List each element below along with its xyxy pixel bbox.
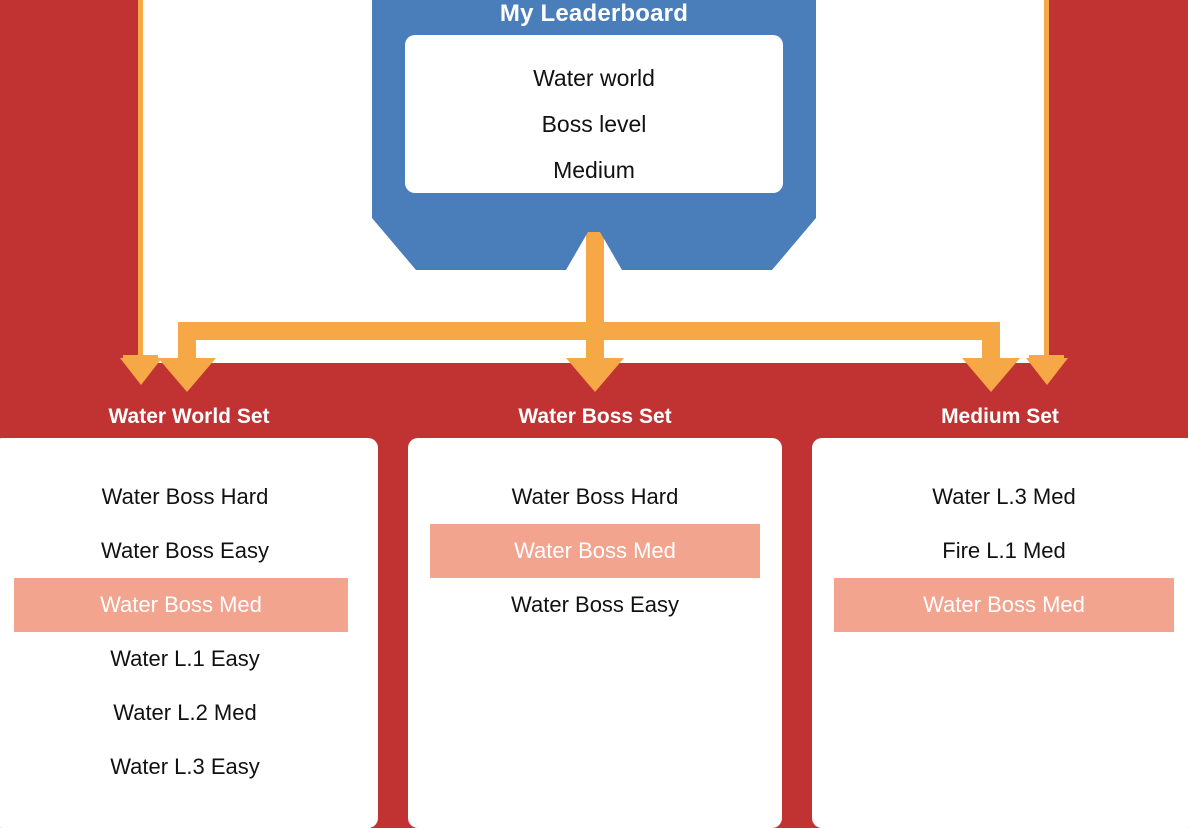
list-item[interactable]: Fire L.1 Med — [942, 538, 1066, 563]
banner-line-level: Boss level — [541, 110, 647, 137]
set-card-medium: Water L.3 Med Fire L.1 Med Water Boss Me… — [812, 438, 1188, 828]
list-item[interactable]: Water Boss Hard — [101, 484, 269, 509]
list-item[interactable]: Water L.3 Med — [932, 484, 1076, 509]
banner-title: My Leaderboard — [499, 0, 689, 27]
connector-arrows — [120, 0, 1068, 392]
set-card-water-boss: Water Boss Hard Water Boss Med Water Bos… — [408, 438, 782, 828]
banner-line-world: Water world — [533, 64, 655, 91]
list-item[interactable]: Water Boss Hard — [511, 484, 679, 509]
list-item[interactable]: Water Boss Easy — [101, 538, 269, 563]
column-header-water-world-set: Water World Set — [108, 405, 270, 428]
list-item-selected[interactable]: Water Boss Med — [430, 524, 760, 578]
list-item[interactable]: Water Boss Easy — [511, 592, 679, 617]
column-header-medium-set: Medium Set — [941, 405, 1059, 428]
list-item[interactable]: Water L.3 Easy — [110, 754, 260, 779]
banner-card: Water world Boss level Medium — [405, 35, 783, 193]
column-header-water-boss-set: Water Boss Set — [518, 405, 672, 428]
list-item[interactable]: Water L.2 Med — [113, 700, 257, 725]
list-item-selected[interactable]: Water Boss Med — [14, 578, 348, 632]
leaderboard-banner: My Leaderboard Water world Boss level Me… — [372, 0, 816, 280]
set-card-water-world: Water Boss Hard Water Boss Easy Water Bo… — [0, 438, 378, 828]
list-item[interactable]: Water L.1 Easy — [110, 646, 260, 671]
banner-line-difficulty: Medium — [553, 156, 635, 183]
list-item-selected[interactable]: Water Boss Med — [834, 578, 1174, 632]
